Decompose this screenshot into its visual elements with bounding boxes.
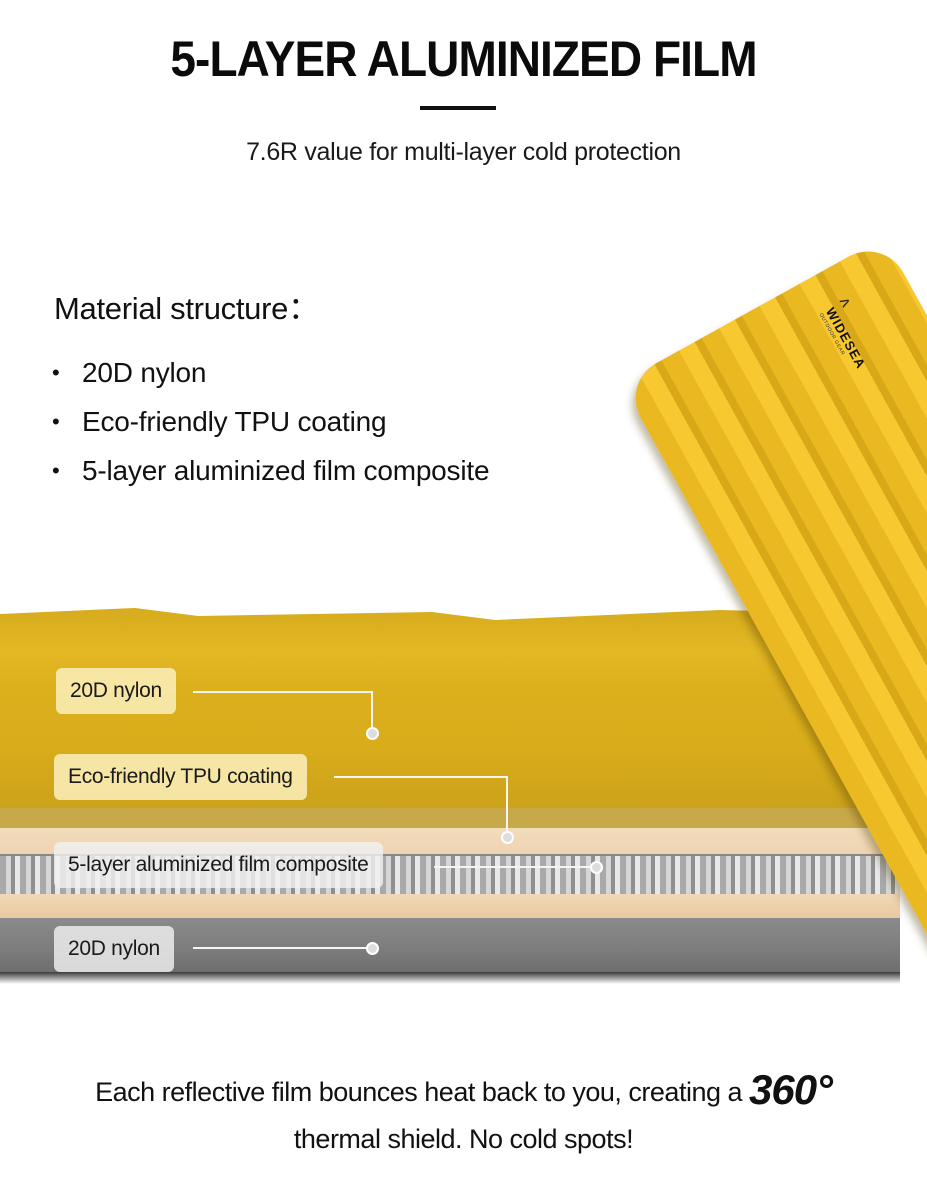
leader-line [506, 776, 508, 832]
leader-line [193, 947, 369, 949]
leader-line [371, 691, 373, 729]
bullet-icon: • [52, 458, 60, 483]
title-divider [420, 106, 496, 110]
material-item: •20D nylon [52, 352, 489, 401]
pin-dot-icon [366, 942, 379, 955]
bullet-icon: • [52, 409, 60, 434]
footer-line-1: Each reflective film bounces heat back t… [95, 1066, 833, 1113]
pin-dot-icon [590, 861, 603, 874]
footer-line-2: thermal shield. No cold spots! [293, 1124, 634, 1154]
leader-line [334, 776, 508, 778]
material-heading: Material structure： [54, 291, 319, 326]
layer-tpu-lower [0, 894, 900, 918]
pin-dot-icon [366, 727, 379, 740]
degree-emphasis: 360° [749, 1066, 833, 1113]
callout-tpu-coating: Eco-friendly TPU coating [54, 754, 307, 800]
leader-line [434, 866, 594, 868]
material-list: •20D nylon •Eco-friendly TPU coating •5-… [52, 352, 490, 499]
bullet-icon: • [52, 360, 60, 385]
subtitle: 7.6R value for multi-layer cold protecti… [246, 138, 681, 166]
layer-shade [0, 808, 900, 828]
page-title: 5-LAYER ALUMINIZED FILM [170, 31, 757, 87]
leader-line [193, 691, 372, 693]
ground-shadow [0, 972, 900, 984]
callout-bottom-nylon: 20D nylon [54, 926, 174, 972]
material-item: •5-layer aluminized film composite [52, 450, 490, 499]
callout-top-nylon: 20D nylon [56, 668, 176, 714]
callout-aluminized-film: 5-layer aluminized film composite [54, 842, 383, 888]
material-item: •Eco-friendly TPU coating [52, 401, 489, 450]
pin-dot-icon [501, 831, 514, 844]
